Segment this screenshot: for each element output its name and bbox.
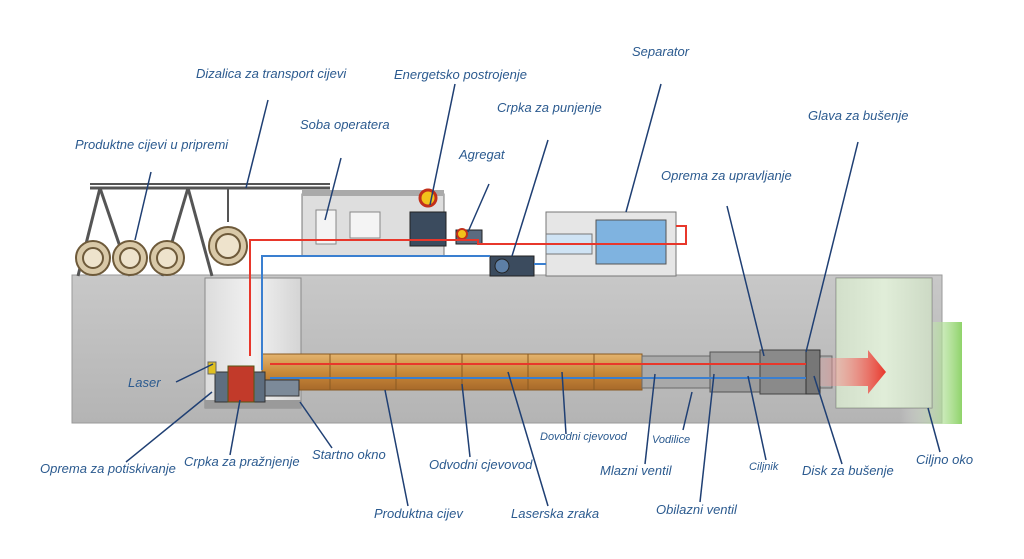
label-aggregate: Agregat [459,147,505,162]
label-control-equipment: Oprema za upravljanje [661,168,792,183]
label-product-pipe: Produktna cijev [374,506,463,521]
label-target: Ciljnik [749,461,779,473]
label-bypass-valve: Obilazni ventil [656,502,737,517]
label-target-shaft: Ciljno oko [916,452,974,467]
pipes-in-preparation [75,226,248,276]
label-laser-beam: Laserska zraka [511,506,600,521]
label-laser: Laser [128,375,161,390]
label-operator-room: Soba operatera [300,117,390,132]
label-drill-disk: Disk za bušenje [802,463,894,478]
label-fill-pump: Crpka za punjenje [497,100,602,115]
label-return-pipeline: Odvodni cjevovod [429,457,533,472]
label-supply-pipeline: Dovodni cjevovod [540,431,627,443]
label-jet-valve: Mlazni ventil [600,463,672,478]
target-shaft [835,277,933,409]
label-guides: Vodilice [652,434,691,446]
label-power-plant: Energetsko postrojenje [394,67,527,82]
label-push-equipment: Oprema za potiskivanje [40,461,176,476]
label-pipes-in-preparation: Produktne cijevi u pripremi [75,137,229,152]
label-drain-pump: Crpka za pražnjenje [184,454,300,469]
product-pipe [261,349,833,395]
label-crane: Dizalica za transport cijevi [196,66,347,81]
drill-direction-arrow [820,350,886,394]
label-start-shaft: Startno okno [312,447,386,462]
push-equipment [207,361,300,403]
fill-pump [489,255,535,277]
leader-lines [125,83,941,507]
circulation-lines [249,225,687,370]
label-drill-head: Glava za bušenje [808,108,909,123]
label-separator: Separator [632,44,690,59]
